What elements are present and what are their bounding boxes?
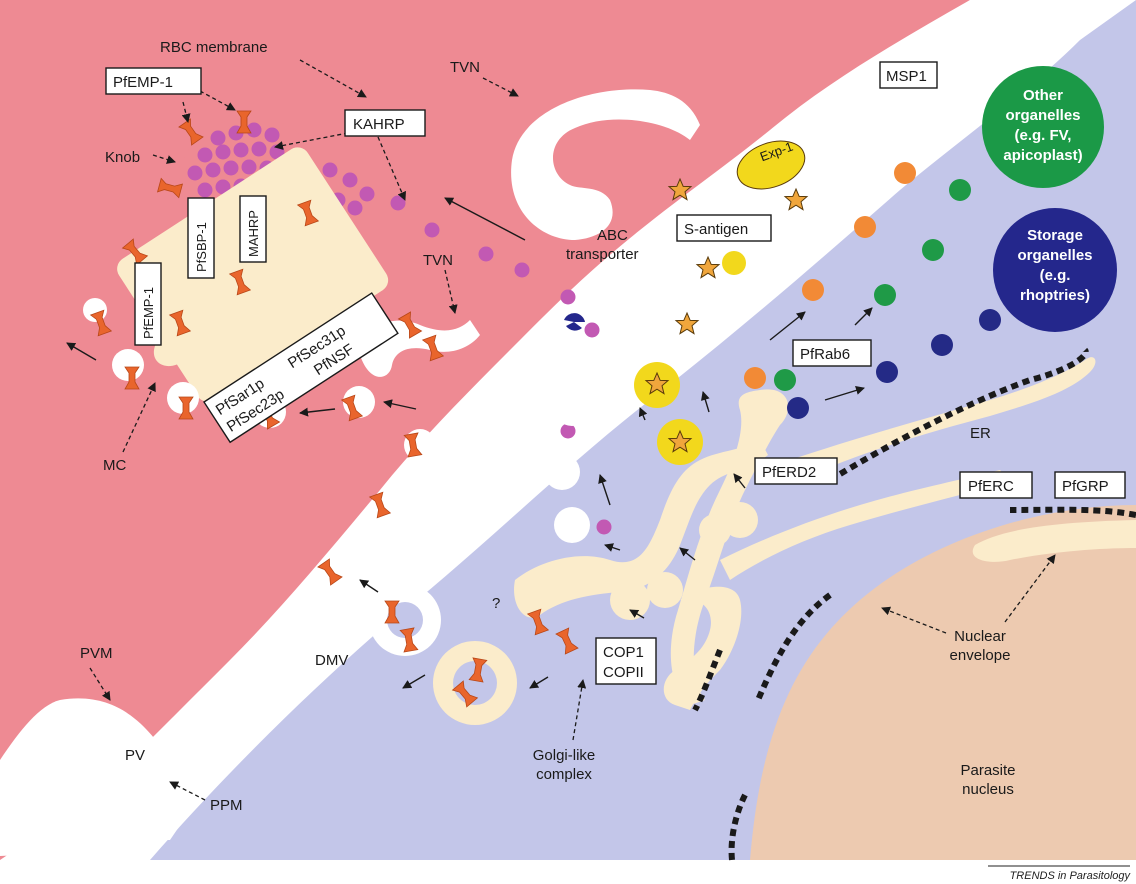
label-storage-4: rhoptries) [1020,287,1090,304]
label-copii: COPII [603,664,644,681]
label-s-antigen: S-antigen [684,221,748,238]
label-other-4: apicoplast) [1003,147,1082,164]
golgi-bud [647,572,683,608]
label-pferc: PfERC [968,478,1014,495]
label-golgi-1: Golgi-like [533,747,596,764]
label-pfsbp1: PfSBP-1 [194,222,209,272]
label-pfgrp: PfGRP [1062,478,1109,495]
label-nuclear-1: Nuclear [954,628,1006,645]
label-dmv: DMV [315,652,348,669]
label-rbc-membrane: RBC membrane [160,39,268,56]
label-abc-1: ABC [597,227,628,244]
label-storage-1: Storage [1027,227,1083,244]
golgi-bud [610,580,650,620]
label-cop1: COP1 [603,644,644,661]
label-other-3: (e.g. FV, [1015,127,1072,144]
label-pfemp1-vert: PfEMP-1 [141,287,156,339]
label-question: ? [492,595,500,612]
label-pferd2: PfERD2 [762,464,816,481]
journal-footer: TRENDS in Parasitology [1010,870,1132,882]
label-golgi-2: complex [536,766,592,783]
label-nucleus-2: nucleus [962,781,1014,798]
label-mahrp: MAHRP [246,210,261,257]
label-nucleus-1: Parasite [960,762,1015,779]
label-storage-2: organelles [1017,247,1092,264]
s-antigen-dot [722,251,746,275]
label-msp1: MSP1 [886,68,927,85]
label-tvn-top: TVN [450,59,480,76]
label-er: ER [970,425,991,442]
label-nuclear-2: envelope [950,647,1011,664]
label-kahrp: KAHRP [353,116,405,133]
label-other-1: Other [1023,87,1063,104]
label-pfrab6: PfRab6 [800,346,850,363]
golgi-bud [699,514,731,546]
label-ppm: PPM [210,797,243,814]
label-abc-2: transporter [566,246,639,263]
label-other-2: organelles [1005,107,1080,124]
label-tvn-mid: TVN [423,252,453,269]
label-storage-3: (e.g. [1040,267,1071,284]
label-pvm: PVM [80,645,113,662]
label-pfemp1: PfEMP-1 [113,74,173,91]
label-mc: MC [103,457,126,474]
label-pv: PV [125,747,145,764]
label-knob: Knob [105,149,140,166]
